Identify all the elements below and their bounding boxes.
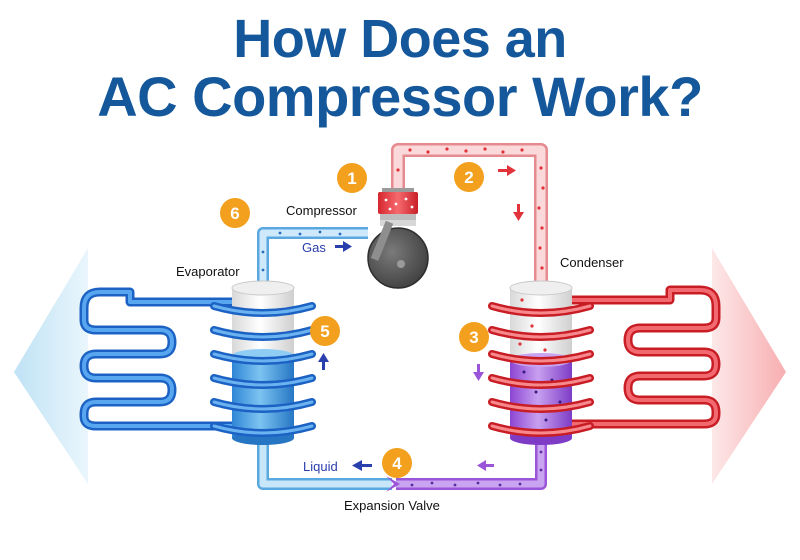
step-number-1: 1 <box>347 169 356 188</box>
condenser-coil-fins <box>563 285 721 429</box>
title-line-1: How Does an <box>233 9 567 69</box>
liquid-line-pipe <box>396 436 547 490</box>
arrow-up-evaporator <box>318 353 329 370</box>
label-liquid: Liquid <box>303 459 338 474</box>
condenser-spiral <box>488 302 594 437</box>
evaporator-coil-fins <box>79 287 237 431</box>
label-condenser: Condenser <box>560 255 624 270</box>
cold-air-arrow <box>14 248 88 484</box>
step-badge-3: 3 <box>459 322 489 352</box>
label-expansion-valve: Expansion Valve <box>344 498 440 513</box>
arrow-left-liquid <box>352 460 372 471</box>
step-badge-6: 6 <box>220 198 250 228</box>
arrow-left-purple <box>477 460 494 471</box>
step-number-5: 5 <box>320 322 329 341</box>
arrow-down-purple <box>473 364 484 381</box>
step-number-2: 2 <box>464 168 473 187</box>
step-number-6: 6 <box>230 204 239 223</box>
pipe-bubbles <box>396 147 545 270</box>
step-badge-4: 4 <box>382 448 412 478</box>
arrow-right-gas <box>335 241 352 252</box>
expansion-valve <box>386 476 400 492</box>
label-compressor: Compressor <box>286 203 357 218</box>
flow-arrows <box>318 165 524 471</box>
label-gas: Gas <box>302 240 326 255</box>
arrow-right-hot <box>498 165 516 176</box>
hot-air-arrow <box>712 248 786 484</box>
step-badge-2: 2 <box>454 162 484 192</box>
condenser-bubbles <box>518 298 560 352</box>
step-number-3: 3 <box>469 328 478 347</box>
step-badge-5: 5 <box>310 316 340 346</box>
compressor <box>367 188 429 289</box>
step-number-4: 4 <box>392 454 402 473</box>
step-badge-1: 1 <box>337 163 367 193</box>
label-evaporator: Evaporator <box>176 264 240 279</box>
title-line-2: AC Compressor Work? <box>97 65 703 128</box>
evaporator-spiral <box>210 302 316 437</box>
arrow-down-hot <box>513 204 524 221</box>
